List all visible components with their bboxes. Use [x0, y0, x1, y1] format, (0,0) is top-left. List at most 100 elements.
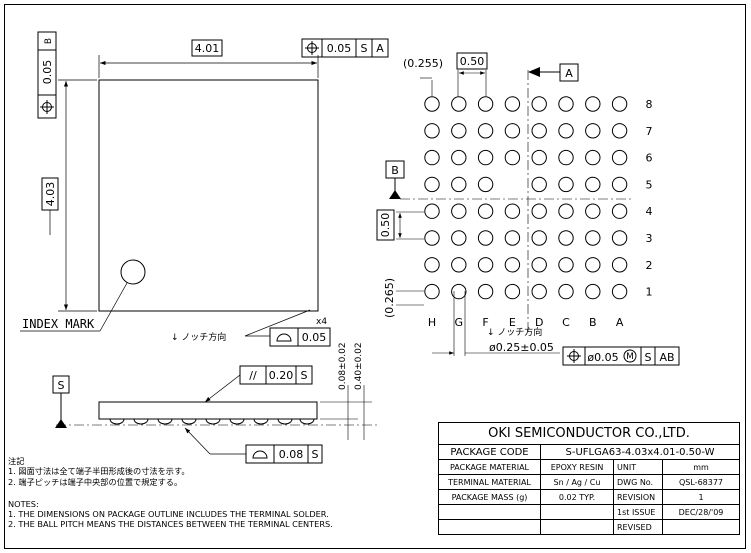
package-code: S-UFLGA63-4.03x4.01-0.50-W: [540, 444, 740, 460]
unit: mm: [662, 459, 740, 475]
solder-ball: [424, 230, 440, 246]
solder-ball: [611, 176, 628, 193]
ball-pos-tol: ø0.05: [587, 351, 618, 364]
package-side-view: [98, 401, 318, 420]
solder-ball: [477, 96, 494, 112]
solder-ball: [477, 149, 494, 166]
solder-ball: [477, 123, 494, 139]
dwg-label: DWG No.: [613, 474, 663, 490]
solder-ball: [585, 283, 601, 300]
ball-pos-ref2: AB: [659, 351, 674, 364]
flatness-value: 0.05: [302, 331, 327, 344]
ball-pos-mod: M: [626, 352, 634, 362]
solder-ball: [611, 283, 628, 300]
terminal-material: Sn / Ag / Cu: [540, 474, 614, 490]
coplanarity-value: 0.08: [279, 448, 304, 461]
pos-tol-s-ref1: S: [361, 42, 368, 55]
column-label: H: [428, 316, 436, 329]
solder-ball: [477, 203, 494, 219]
solder-ball: [611, 230, 628, 246]
row-label: 5: [646, 178, 653, 191]
column-label: F: [482, 316, 488, 329]
drawing-frame: [4, 4, 746, 549]
row-label: 6: [646, 152, 653, 165]
solder-ball: [451, 230, 467, 246]
row-label: 3: [646, 232, 653, 245]
position-tolerance-icon: [305, 41, 319, 55]
column-label: G: [455, 316, 464, 329]
pos-tol-s-value: 0.05: [327, 42, 352, 55]
row-label: 7: [646, 125, 653, 138]
solder-ball: [451, 96, 467, 112]
column-label: C: [562, 316, 570, 329]
row-label: 4: [646, 205, 653, 218]
solder-ball: [424, 176, 440, 193]
solder-ball: [611, 123, 628, 139]
solder-ball: [585, 230, 601, 246]
solder-ball: [424, 203, 440, 219]
position-tolerance-icon: [567, 349, 581, 363]
index-mark-circle: [120, 259, 146, 285]
solder-ball: [558, 230, 574, 246]
mass-value: 0.02 TYP.: [540, 489, 614, 505]
solder-ball: [611, 96, 628, 112]
solder-ball: [585, 149, 601, 166]
solder-ball: [477, 230, 494, 246]
company-name: OKI SEMICONDUCTOR CO.,LTD.: [438, 422, 740, 445]
solder-ball: [531, 123, 547, 139]
first-issue-value: DEC/28/'09: [662, 504, 740, 520]
revised-label: REVISED: [613, 519, 663, 535]
pitch-top: 0.50: [460, 55, 485, 68]
solder-ball: [531, 96, 547, 112]
dwg-number: QSL-68377: [662, 474, 740, 490]
notch-direction-label: ↓ ノッチ方向: [171, 331, 226, 343]
solder-ball: [558, 123, 574, 139]
solder-ball: [585, 123, 601, 139]
solder-ball: [585, 176, 601, 193]
pos-tol-s-ref2: A: [376, 42, 384, 55]
package-material: EPOXY RESIN: [540, 459, 614, 475]
solder-ball: [504, 203, 521, 219]
terminal-material-label: TERMINAL MATERIAL: [438, 474, 541, 490]
solder-ball: [424, 96, 440, 112]
row-label: 8: [646, 98, 653, 111]
ball-pos-ref1: S: [645, 351, 652, 364]
notes-jp-line2: 2. 端子ピッチは端子中央部の位置で規定する。: [8, 477, 183, 487]
solder-balls-side: [109, 418, 315, 425]
multiplier: x4: [316, 317, 327, 327]
row-label: 1: [646, 286, 653, 299]
height-value: 4.03: [44, 182, 57, 207]
solder-ball: [558, 257, 574, 273]
mass-label: PACKAGE MASS (g): [438, 489, 541, 505]
solder-ball: [585, 257, 601, 273]
solder-ball: [451, 257, 467, 273]
solder-ball: [531, 230, 547, 246]
solder-ball: [558, 149, 574, 166]
datum-a: A: [565, 67, 573, 80]
edge-offset-top: (0.255): [403, 57, 443, 70]
column-label: B: [589, 316, 597, 329]
solder-ball: [558, 283, 574, 300]
package-code-label: PACKAGE CODE: [438, 444, 541, 460]
solder-ball: [424, 257, 440, 273]
solder-ball: [585, 203, 601, 219]
solder-ball: [558, 176, 574, 193]
notch-direction-label: ↓ ノッチ方向: [487, 326, 542, 338]
solder-ball: [451, 203, 467, 219]
first-issue-label: 1st ISSUE: [613, 504, 663, 520]
title-block: OKI SEMICONDUCTOR CO.,LTD. PACKAGE CODE …: [438, 422, 740, 535]
coplanarity-ref: S: [312, 448, 319, 461]
solder-ball: [424, 149, 440, 166]
solder-ball: [504, 283, 521, 300]
solder-ball: [504, 149, 521, 166]
parallel-ref: S: [301, 369, 308, 382]
solder-ball: [451, 149, 467, 166]
parallelism-icon: //: [249, 369, 257, 382]
flatness-icon: [276, 333, 292, 342]
solder-ball: [531, 257, 547, 273]
revision-label: REVISION: [613, 489, 663, 505]
notes-line2: 2. THE BALL PITCH MEANS THE DISTANCES BE…: [8, 519, 333, 529]
mmc-modifier-icon: [623, 349, 637, 363]
